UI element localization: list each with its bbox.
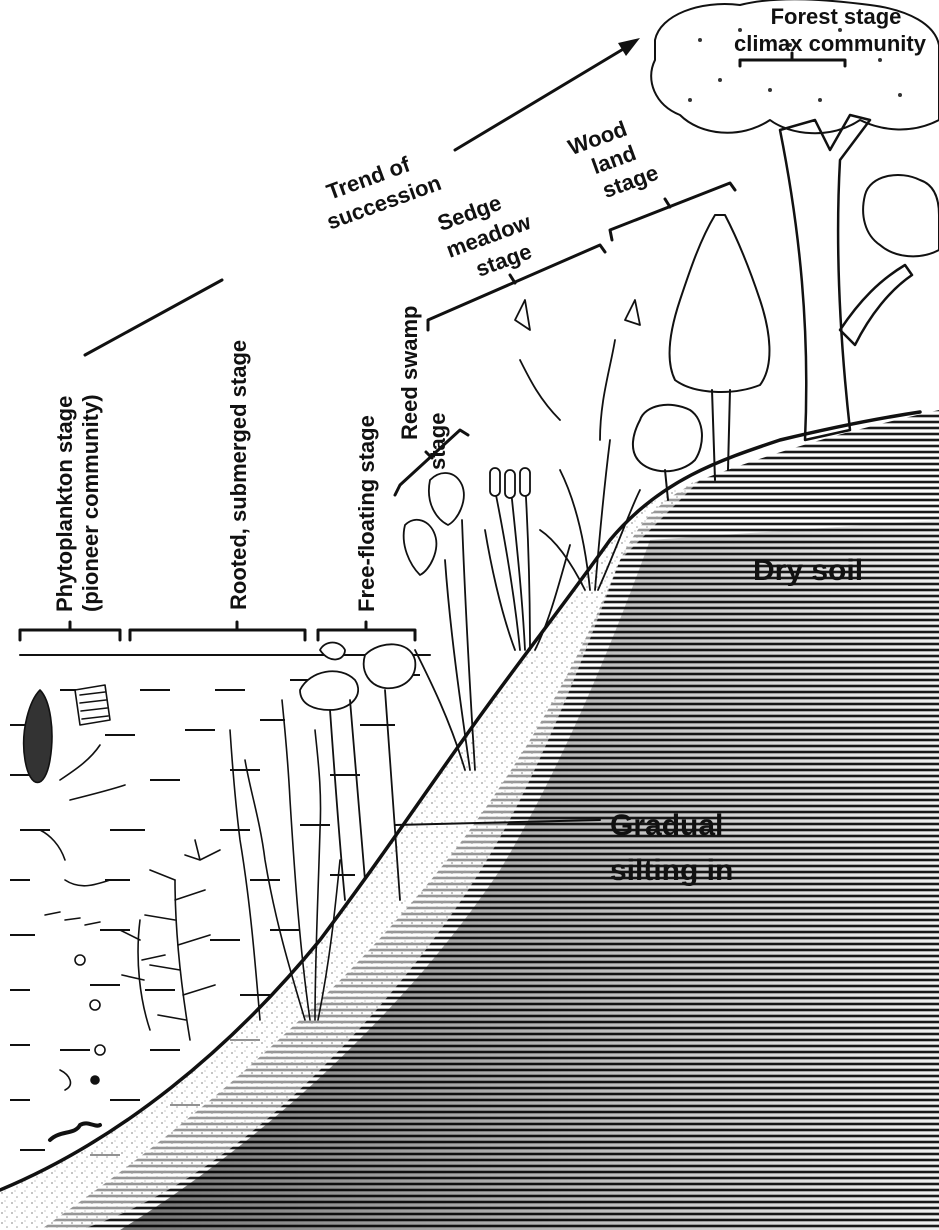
silting-in-label: silting in	[610, 854, 733, 887]
free-floating-label: Free-floating stage	[354, 415, 379, 612]
woodland-tree-icon	[633, 215, 770, 500]
forest-tree-icon	[651, 0, 939, 440]
plankton-icon	[24, 685, 125, 1140]
reed-label-line2: stage	[425, 413, 450, 470]
reed-label-line1: Reed swamp	[397, 306, 422, 441]
sedge-meadow-label: Sedge meadow stage	[433, 182, 544, 289]
phytoplankton-label-line1: Phytoplankton stage	[52, 396, 77, 612]
climax-community-label: climax community	[734, 31, 927, 56]
ground-profile	[0, 410, 939, 1230]
woodland-label: Wood land stage	[565, 111, 662, 209]
bracket-rooted	[130, 622, 305, 640]
phytoplankton-label: Phytoplankton stage (pioneer community)	[52, 394, 103, 612]
rooted-submerged-label: Rooted, submerged stage	[226, 340, 251, 610]
phytoplankton-label-line2: (pioneer community)	[78, 394, 103, 612]
reed-swamp-label: Reed swamp stage	[397, 306, 450, 471]
forest-stage-label: Forest stage	[771, 4, 902, 29]
emergent-plant-icon	[404, 473, 475, 770]
water-lily-icon	[300, 643, 415, 901]
bracket-free-floating	[318, 622, 415, 640]
bracket-phytoplankton	[20, 622, 120, 640]
dry-soil-label: Dry soil	[753, 554, 863, 587]
gradual-label: Gradual	[610, 809, 723, 842]
trend-label: Trend of succession	[314, 144, 445, 235]
